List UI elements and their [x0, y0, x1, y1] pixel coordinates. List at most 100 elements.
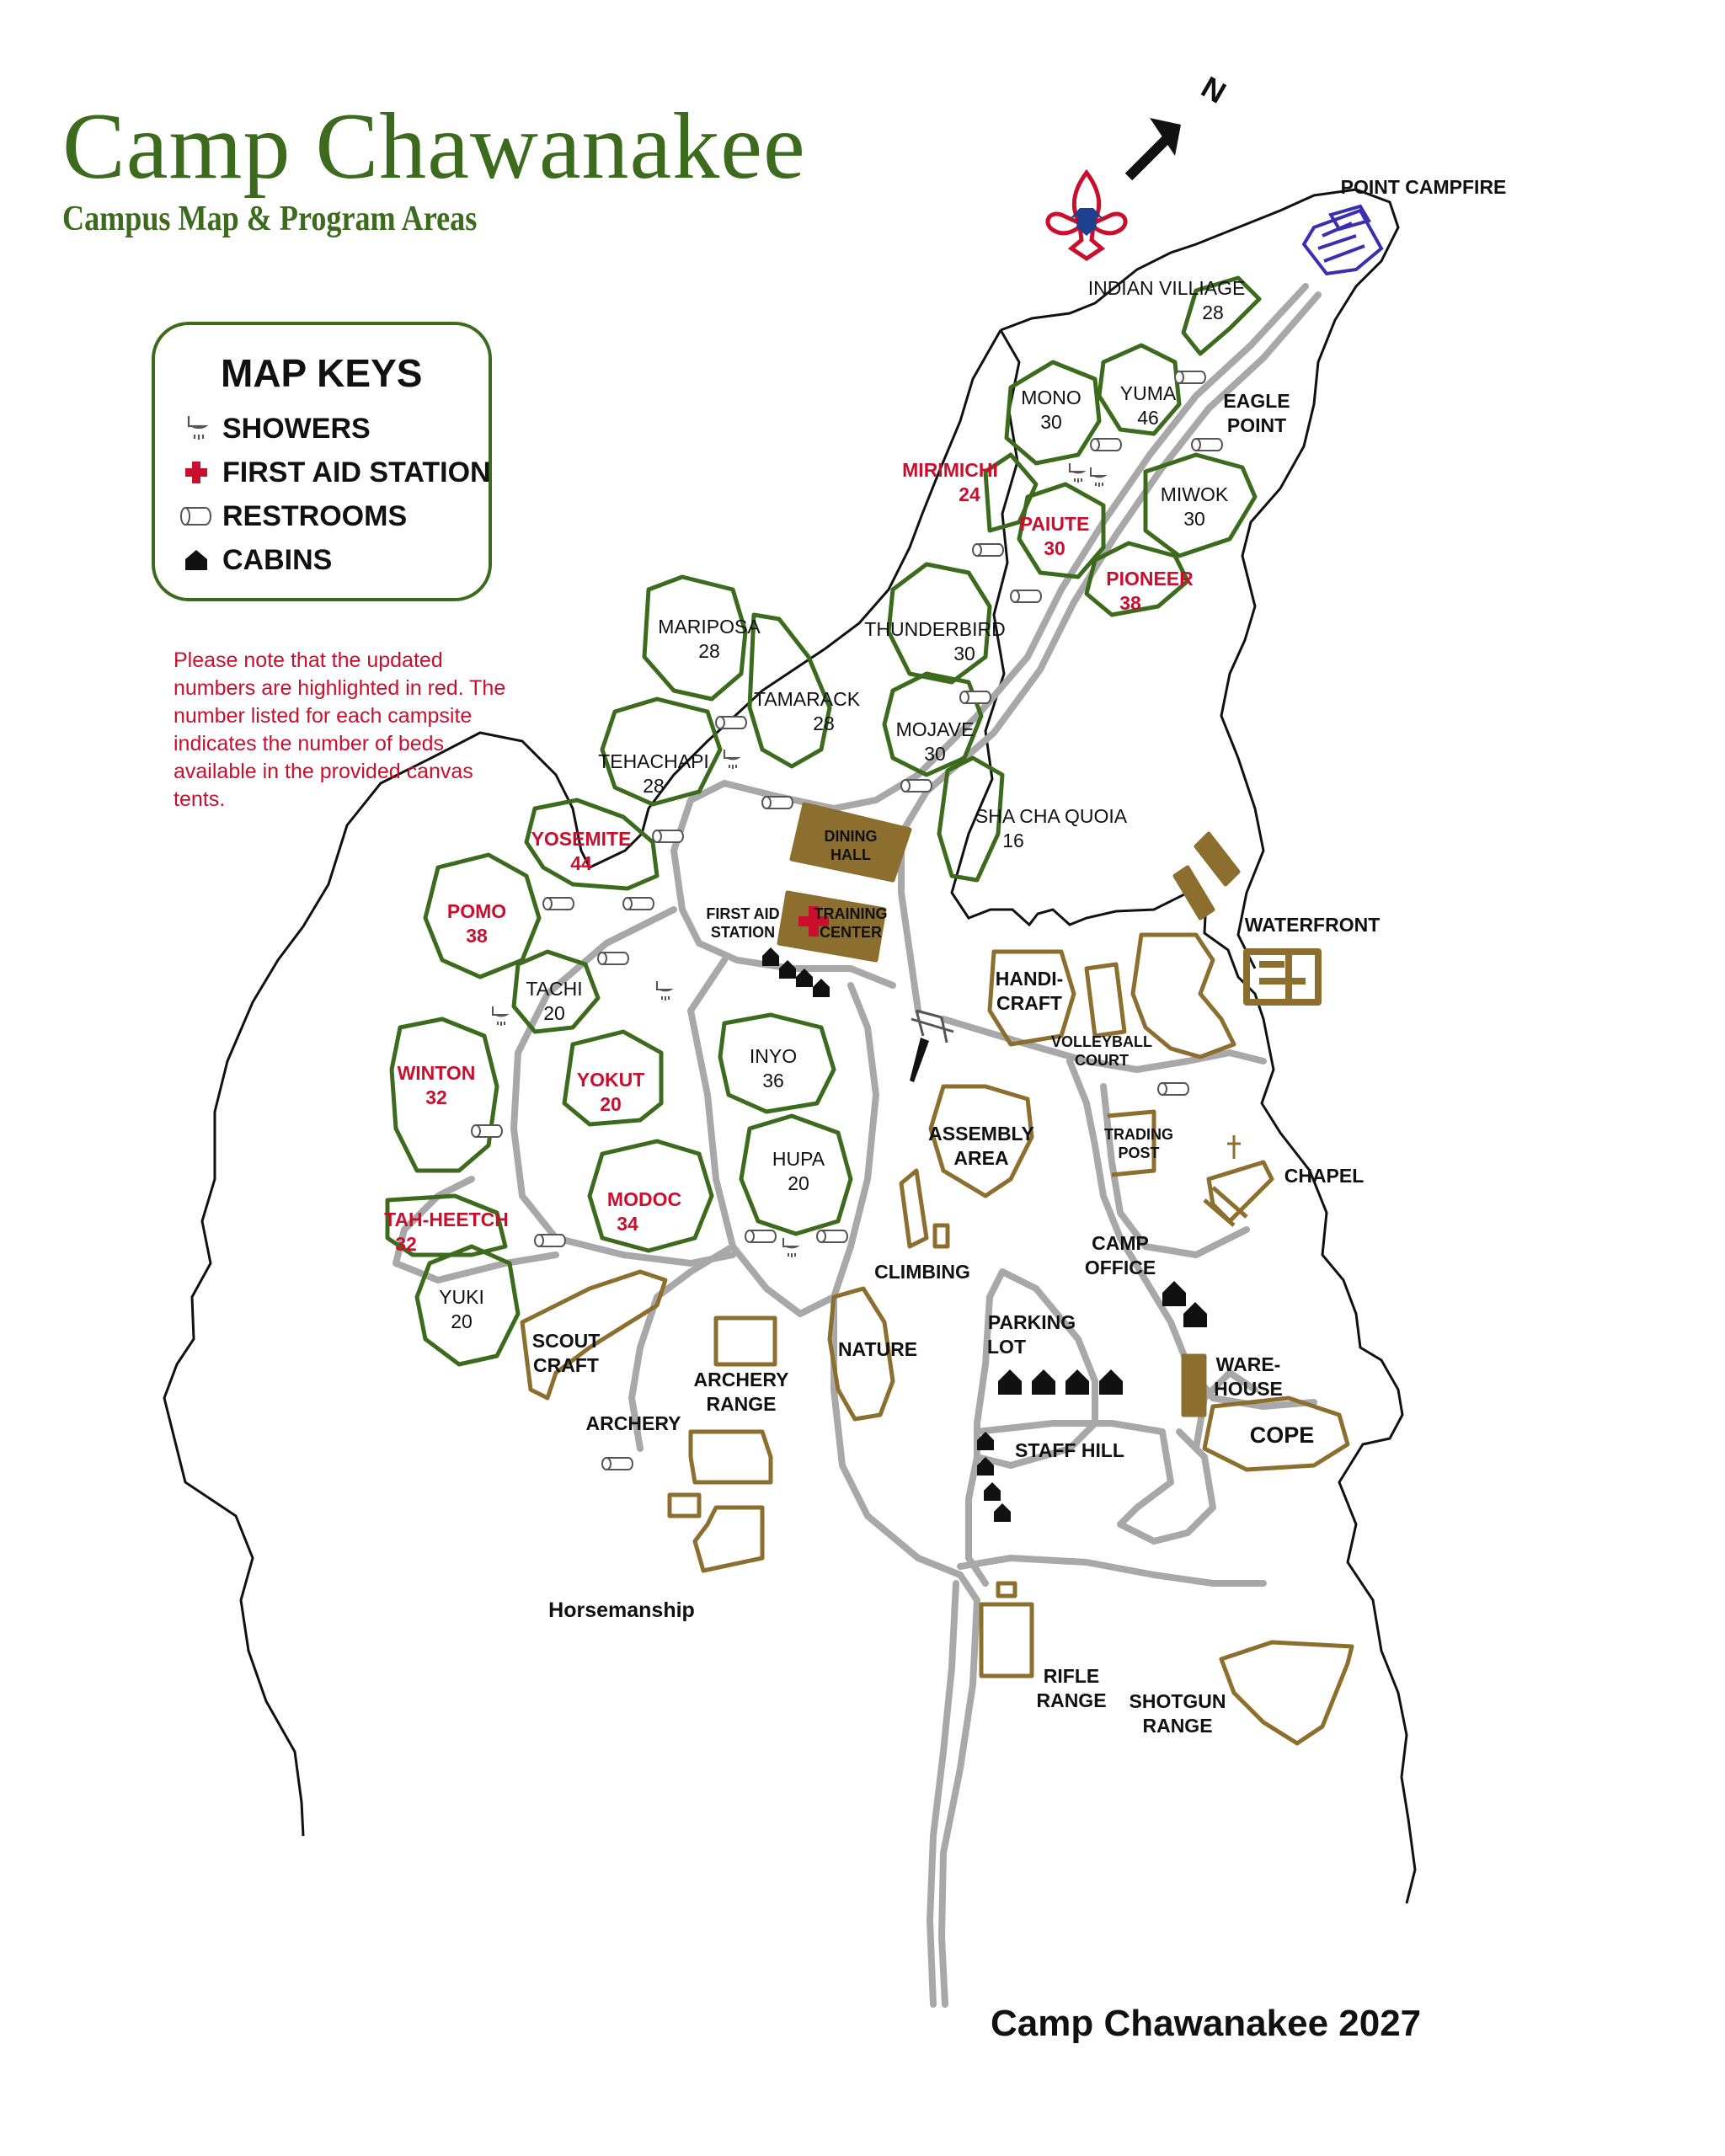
cabin	[779, 960, 796, 979]
shower-icon	[1069, 463, 1087, 483]
warehouse-building	[1181, 1353, 1207, 1417]
cabin	[796, 969, 813, 987]
nature-area	[827, 1286, 895, 1422]
training-center-building	[777, 890, 887, 963]
road-arrow	[910, 1038, 929, 1082]
legend-label: FIRST AID STATION	[222, 456, 491, 488]
label-waterfront: WATERFRONT	[1244, 914, 1381, 936]
toilet-paper-icon	[900, 779, 932, 792]
campsite-thunderbird	[886, 562, 992, 685]
toilet-paper-icon	[1090, 438, 1122, 451]
cabin	[998, 1369, 1022, 1395]
cabins	[762, 947, 1207, 1522]
toilet-paper-icon	[959, 691, 991, 704]
road-archery	[628, 1243, 736, 1452]
campsite-sha-cha-quoia	[937, 755, 1005, 883]
label-handicraft: HANDI-CRAFT	[995, 968, 1064, 1014]
cabin	[977, 1457, 994, 1476]
cabin	[762, 947, 779, 966]
trading-post	[1107, 1109, 1156, 1177]
campsite-tamarack	[747, 612, 832, 769]
road-east-inner	[1100, 1083, 1250, 1258]
waterfront-dock-1	[1172, 831, 1241, 921]
label-horsemanship: Horsemanship	[548, 1598, 695, 1622]
camp-boundary-west	[163, 329, 1002, 1837]
cabin	[1065, 1369, 1089, 1395]
campsite-tachi	[511, 949, 601, 1034]
north-arrow	[1124, 118, 1181, 181]
label-point-campfire: POINT CAMPFIRE	[1340, 176, 1507, 198]
cabin	[977, 1432, 994, 1450]
roads	[393, 283, 1322, 2008]
camp-boundary-north	[1000, 188, 1400, 969]
road-east	[940, 1016, 1267, 1073]
cabin	[813, 979, 830, 997]
legend-label: SHOWERS	[222, 412, 371, 445]
shower-icon	[179, 412, 214, 446]
waterfront-area	[1130, 932, 1236, 1059]
cabin	[1099, 1369, 1123, 1395]
bridge-icon	[911, 1009, 954, 1043]
toilet-paper-icon	[542, 897, 574, 910]
point-campfire-amphitheater	[1301, 204, 1384, 276]
campsite-tah-heetch	[385, 1193, 508, 1257]
road-loop-inner	[687, 957, 879, 1317]
label-nature: NATURE	[837, 1338, 918, 1360]
shower-icon	[492, 1006, 510, 1026]
showers	[492, 463, 1108, 1257]
label-archery: ARCHERY	[585, 1412, 681, 1434]
horsemanship-pen-1	[667, 1492, 702, 1518]
road-cope	[1193, 1369, 1258, 1452]
updated-numbers-note: Please note that the updated numbers are…	[174, 648, 506, 811]
campsite-tehachapi	[600, 696, 723, 807]
shower-icon	[782, 1238, 800, 1257]
legend-label: RESTROOMS	[222, 499, 408, 532]
campsite-pomo	[423, 852, 542, 979]
toilet-paper-icon	[179, 499, 214, 533]
campsite-mojave	[882, 671, 984, 777]
climbing-wall-2	[932, 1223, 950, 1249]
toilet-paper-icon	[597, 952, 629, 965]
road-loop-outer	[510, 906, 736, 1267]
cabin	[1032, 1369, 1055, 1395]
climbing-wall-1	[899, 1168, 929, 1249]
road-parking-lot	[974, 1268, 1098, 1469]
map-subtitle: Campus Map & Program Areas	[62, 200, 478, 238]
legend-title: MAP KEYS	[221, 351, 423, 395]
cabin	[1162, 1281, 1186, 1306]
waterfront-dock-2	[1243, 948, 1322, 1006]
handicraft-area	[987, 949, 1076, 1047]
toilet-paper-icon	[1191, 438, 1223, 451]
toilet-paper-icon	[816, 1230, 848, 1243]
restrooms	[471, 371, 1223, 1470]
legend-label: CABINS	[222, 543, 333, 576]
shower-icon	[656, 981, 674, 1001]
first-aid-cross-icon	[179, 456, 214, 489]
road-south-inner	[927, 1580, 959, 2008]
campsite-yuma	[1097, 343, 1182, 436]
archery-range-2	[688, 1429, 773, 1485]
legend-item-showers: SHOWERS	[179, 412, 371, 446]
toilet-paper-icon	[622, 897, 654, 910]
toilet-paper-icon	[601, 1457, 633, 1470]
